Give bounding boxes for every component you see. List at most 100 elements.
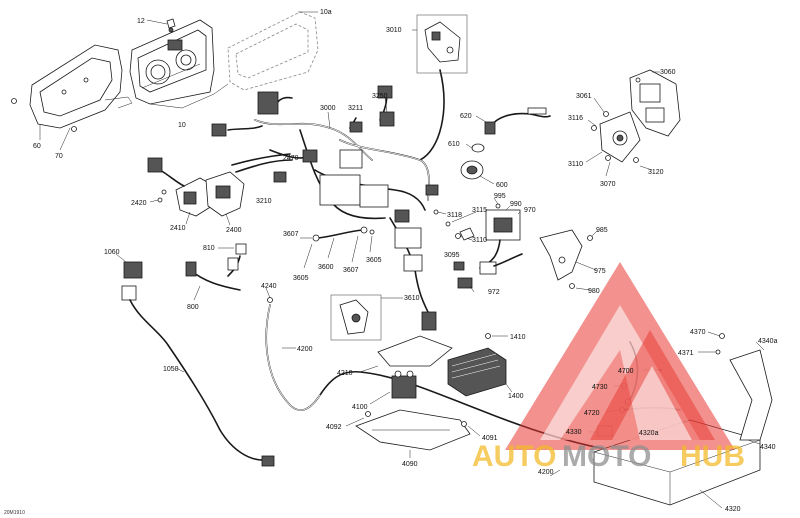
callout-10: 10 [178, 122, 186, 129]
callout-4090: 4090 [402, 461, 418, 468]
handlebar-switch-2400 [205, 171, 245, 217]
callout-620: 620 [460, 113, 472, 120]
callout-3211: 3211 [348, 105, 363, 112]
callout-2410: 2410 [170, 225, 186, 232]
callout-4730: 4730 [592, 384, 608, 391]
handlebar-switch-2410 [147, 157, 215, 217]
instrument-cluster [129, 19, 215, 105]
sensor-800 [185, 257, 241, 291]
callout-4320: 4320 [725, 506, 741, 513]
callout-4700: 4700 [618, 368, 634, 375]
callout-3000: 3000 [320, 105, 336, 112]
callout-4200a: 4200 [297, 346, 313, 353]
connector-3210 [273, 171, 287, 183]
leader-10b [213, 83, 229, 95]
callout-600: 600 [496, 182, 508, 189]
callout-70: 70 [55, 153, 63, 160]
callout-980: 980 [588, 288, 600, 295]
bracket-3110 [599, 111, 641, 163]
callout-3095: 3095 [444, 252, 460, 259]
callout-610: 610 [448, 141, 460, 148]
callout-4240: 4240 [261, 283, 277, 290]
callout-4200b: 4200 [538, 469, 554, 476]
callout-3115: 3115 [472, 207, 487, 214]
callout-4092: 4092 [326, 424, 342, 431]
detail-box-3610 [330, 294, 403, 341]
relay-3211 [349, 121, 363, 133]
voltage-regulator-1400 [447, 347, 513, 397]
diagram-code: 20M1910 [4, 510, 25, 516]
callout-4340: 4340 [760, 444, 776, 451]
callout-10a: 10a [320, 9, 332, 16]
callout-4330: 4330 [566, 429, 582, 436]
tray-4090 [355, 409, 471, 451]
detail-box-3010 [412, 14, 468, 74]
fuse-holder-970 [479, 209, 521, 269]
callout-3110b: 3110 [472, 237, 487, 244]
callout-800: 800 [187, 304, 199, 311]
watermark-text: AUTO MOTO HUB [472, 440, 745, 473]
callout-3605a: 3605 [293, 275, 309, 282]
callout-2470: 2470 [283, 155, 299, 162]
relay-3095 [453, 261, 473, 289]
callout-970: 970 [524, 207, 536, 214]
callout-1400: 1400 [508, 393, 524, 400]
nut-icon [71, 126, 77, 132]
clip-3110 [459, 227, 475, 241]
instrument-cluster-rear-cover [29, 44, 133, 129]
connector-3250 [379, 97, 395, 127]
callout-3061: 3061 [576, 93, 592, 100]
watermark-text-c: HUB [680, 440, 745, 473]
callout-4100: 4100 [352, 404, 368, 411]
actuator-3060 [629, 69, 681, 137]
leader-10 [149, 93, 215, 109]
callout-4320a: 4320a [639, 430, 659, 437]
callout-3120: 3120 [648, 169, 664, 176]
callout-12: 12 [137, 18, 145, 25]
callout-990: 990 [510, 201, 522, 208]
callout-4370: 4370 [690, 329, 706, 336]
grommet-610 [465, 143, 485, 153]
callout-3110: 3110 [568, 161, 583, 168]
starter-solenoid-4100 [391, 370, 417, 399]
sensor-1060 [121, 261, 275, 467]
sensor-620 [475, 107, 551, 135]
screw-1410 [485, 333, 508, 339]
callout-2420: 2420 [131, 200, 147, 207]
callout-60: 60 [33, 143, 41, 150]
callout-3070: 3070 [600, 181, 616, 188]
horn-600 [460, 160, 495, 185]
callout-3605b: 3605 [366, 257, 382, 264]
callout-975: 975 [594, 268, 606, 275]
watermark-logo [505, 262, 735, 450]
cluster-screw [166, 18, 176, 33]
callout-1060: 1060 [104, 249, 120, 256]
callout-4720: 4720 [584, 410, 600, 417]
battery-strap-4340 [729, 349, 773, 445]
callout-3118: 3118 [447, 212, 462, 219]
callout-4340a: 4340a [758, 338, 778, 345]
callout-1050: 1050 [163, 366, 179, 373]
callout-3607b: 3607 [343, 267, 359, 274]
callout-3610: 3610 [404, 295, 420, 302]
callout-4210: 4210 [337, 370, 353, 377]
bracket-975 [539, 229, 593, 289]
callout-3010: 3010 [386, 27, 402, 34]
callout-3116: 3116 [568, 115, 583, 122]
callout-1410: 1410 [510, 334, 526, 341]
main-wiring-harness [211, 69, 445, 331]
watermark-text-a: AUTO [472, 440, 556, 473]
bracket-4210 [377, 335, 453, 367]
relay-972 [479, 253, 523, 275]
callout-3607a: 3607 [283, 231, 299, 238]
callout-985: 985 [596, 227, 608, 234]
nut-icon [11, 98, 17, 104]
callout-3600: 3600 [318, 264, 334, 271]
callout-2400: 2400 [226, 227, 242, 234]
callout-4371: 4371 [678, 350, 694, 357]
callout-972: 972 [488, 289, 500, 296]
callout-3210: 3210 [256, 198, 272, 205]
callout-995: 995 [494, 193, 506, 200]
instrument-cluster-lens [227, 11, 319, 91]
ground-strap-4240 [265, 287, 273, 303]
